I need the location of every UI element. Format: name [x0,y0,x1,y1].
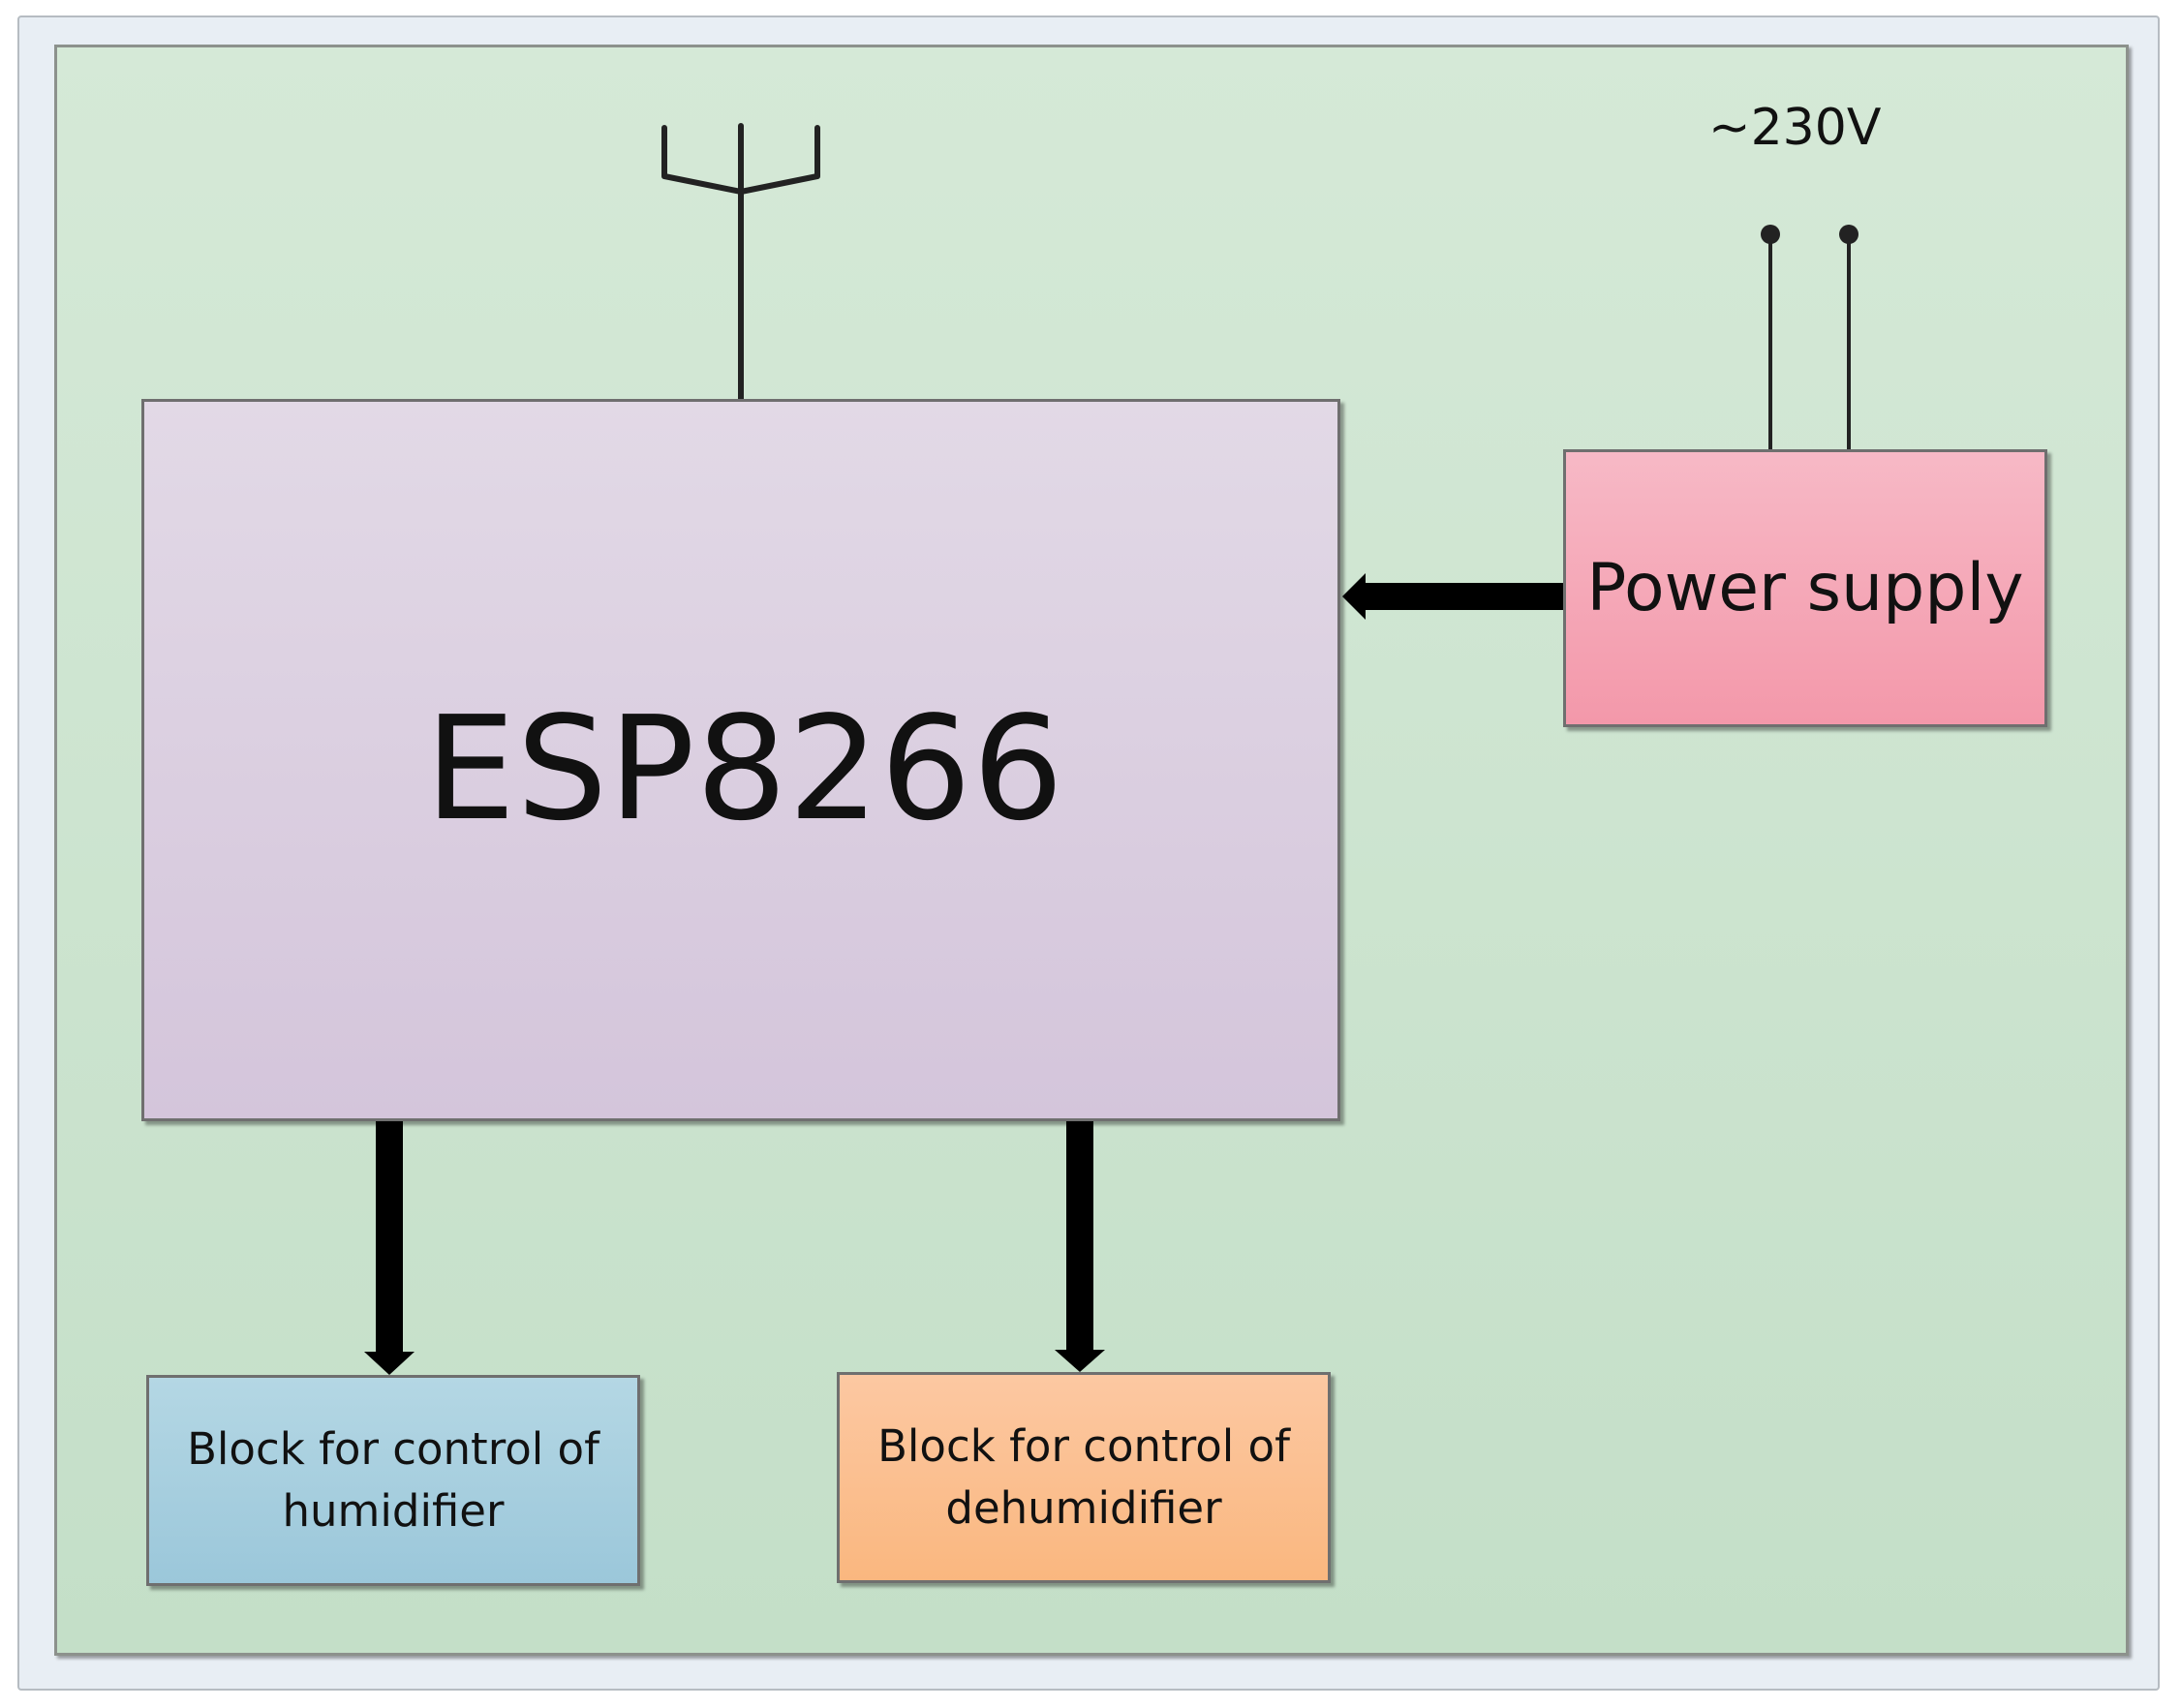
mains-wires [1768,234,1851,451]
mains-voltage-label: ~230V [1708,99,1882,157]
antenna-icon [661,123,820,402]
terminal-dot-icon [1839,225,1858,244]
dehumidifier-label-line1: Block for control of [877,1420,1290,1472]
humidifier-label-line1: Block for control of [187,1423,599,1475]
dehumidifier-label-line2: dehumidifier [945,1482,1222,1534]
humidifier-control-label: Block for control of humidifier [168,1418,619,1542]
power-to-esp-arrow [1342,573,1565,620]
power-supply-block: Power supply [1563,449,2047,727]
dehumidifier-control-block: Block for control of dehumidifier [837,1372,1331,1583]
esp8266-block: ESP8266 [141,399,1340,1121]
terminal-dot-icon [1761,225,1780,244]
power-supply-label: Power supply [1586,550,2024,626]
humidifier-label-line2: humidifier [282,1485,505,1537]
dehumidifier-control-label: Block for control of dehumidifier [858,1416,1309,1540]
humidifier-control-block: Block for control of humidifier [146,1375,640,1586]
esp8266-label: ESP8266 [424,686,1065,852]
esp-to-dehumidifier-arrow [1055,1121,1105,1372]
esp-to-humidifier-arrow [364,1121,415,1375]
